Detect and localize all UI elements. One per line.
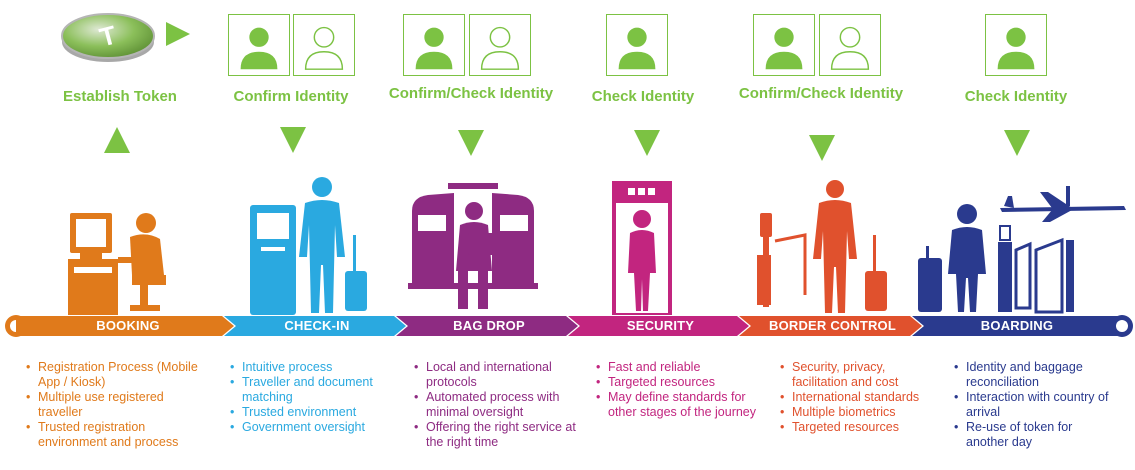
journey-timeline	[0, 313, 1135, 339]
segment-label-booking: BOOKING	[96, 318, 160, 333]
token-letter: T	[96, 19, 119, 52]
notes-checkin: Intuitive process Traveller and document…	[228, 360, 402, 435]
notes-security: Fast and reliable Targeted resources May…	[594, 360, 758, 420]
arrow-down-icon	[1004, 130, 1030, 156]
segment-label-bagdrop: BAG DROP	[453, 318, 525, 333]
token-disc-icon: T	[60, 8, 156, 64]
notes-bagdrop: Local and international protocols Automa…	[412, 360, 581, 450]
token-arrow-icon	[166, 22, 190, 46]
border-control-illustration	[755, 175, 895, 315]
face-image-icon	[753, 14, 815, 76]
note-item: Intuitive process	[230, 360, 402, 375]
face-outline-icon	[469, 14, 531, 76]
note-item: Multiple use registered traveller	[26, 390, 198, 420]
face-outline-icon	[293, 14, 355, 76]
stage-heading-booking: Establish Token	[63, 88, 177, 105]
arrow-down-icon	[458, 130, 484, 156]
note-item: Automated process with minimal oversight	[414, 390, 581, 420]
face-image-icon	[606, 14, 668, 76]
security-gate-illustration	[612, 175, 672, 317]
note-item: Multiple biometrics	[780, 405, 942, 420]
note-item: Trusted registration environment and pro…	[26, 420, 198, 450]
stage-heading-bagdrop: Confirm/Check Identity	[388, 85, 554, 102]
face-image-icon	[228, 14, 290, 76]
face-image-icon	[403, 14, 465, 76]
note-item: Identity and baggage reconciliation	[954, 360, 1116, 390]
boarding-gate-illustration	[912, 178, 1132, 318]
note-item: Traveller and document matching	[230, 375, 402, 405]
arrow-up-icon	[104, 127, 130, 153]
segment-label-boarding: BOARDING	[980, 318, 1054, 333]
note-item: Local and international protocols	[414, 360, 581, 390]
face-image-icon	[985, 14, 1047, 76]
notes-boarding: Identity and baggage reconciliation Inte…	[952, 360, 1116, 450]
note-item: Trusted environment	[230, 405, 402, 420]
stage-heading-border: Confirm/Check Identity	[738, 85, 904, 102]
checkin-kiosk-illustration	[245, 175, 385, 315]
notes-booking: Registration Process (Mobile App / Kiosk…	[24, 360, 198, 450]
note-item: Offering the right service at the right …	[414, 420, 581, 450]
notes-border: Security, privacy, facilitation and cost…	[778, 360, 942, 435]
note-item: Targeted resources	[596, 375, 758, 390]
arrow-down-icon	[280, 127, 306, 153]
note-item: Interaction with country of arrival	[954, 390, 1116, 420]
stage-heading-security: Check Identity	[591, 88, 695, 105]
segment-label-security: SECURITY	[626, 318, 695, 333]
segment-label-border: BORDER CONTROL	[768, 318, 897, 333]
note-item: Targeted resources	[780, 420, 942, 435]
bag-drop-illustration	[408, 175, 538, 315]
note-item: May define standards for other stages of…	[596, 390, 758, 420]
note-item: Fast and reliable	[596, 360, 758, 375]
note-item: Government oversight	[230, 420, 402, 435]
arrow-down-icon	[809, 135, 835, 161]
stage-heading-boarding: Check Identity	[964, 88, 1068, 105]
stage-heading-checkin: Confirm Identity	[233, 88, 349, 105]
arrow-down-icon	[634, 130, 660, 156]
face-outline-icon	[819, 14, 881, 76]
booking-kiosk-illustration	[60, 175, 180, 315]
note-item: Security, privacy, facilitation and cost	[780, 360, 942, 390]
note-item: International standards	[780, 390, 942, 405]
note-item: Re-use of token for another day	[954, 420, 1116, 450]
segment-label-checkin: CHECK-IN	[284, 318, 350, 333]
note-item: Registration Process (Mobile App / Kiosk…	[26, 360, 198, 390]
